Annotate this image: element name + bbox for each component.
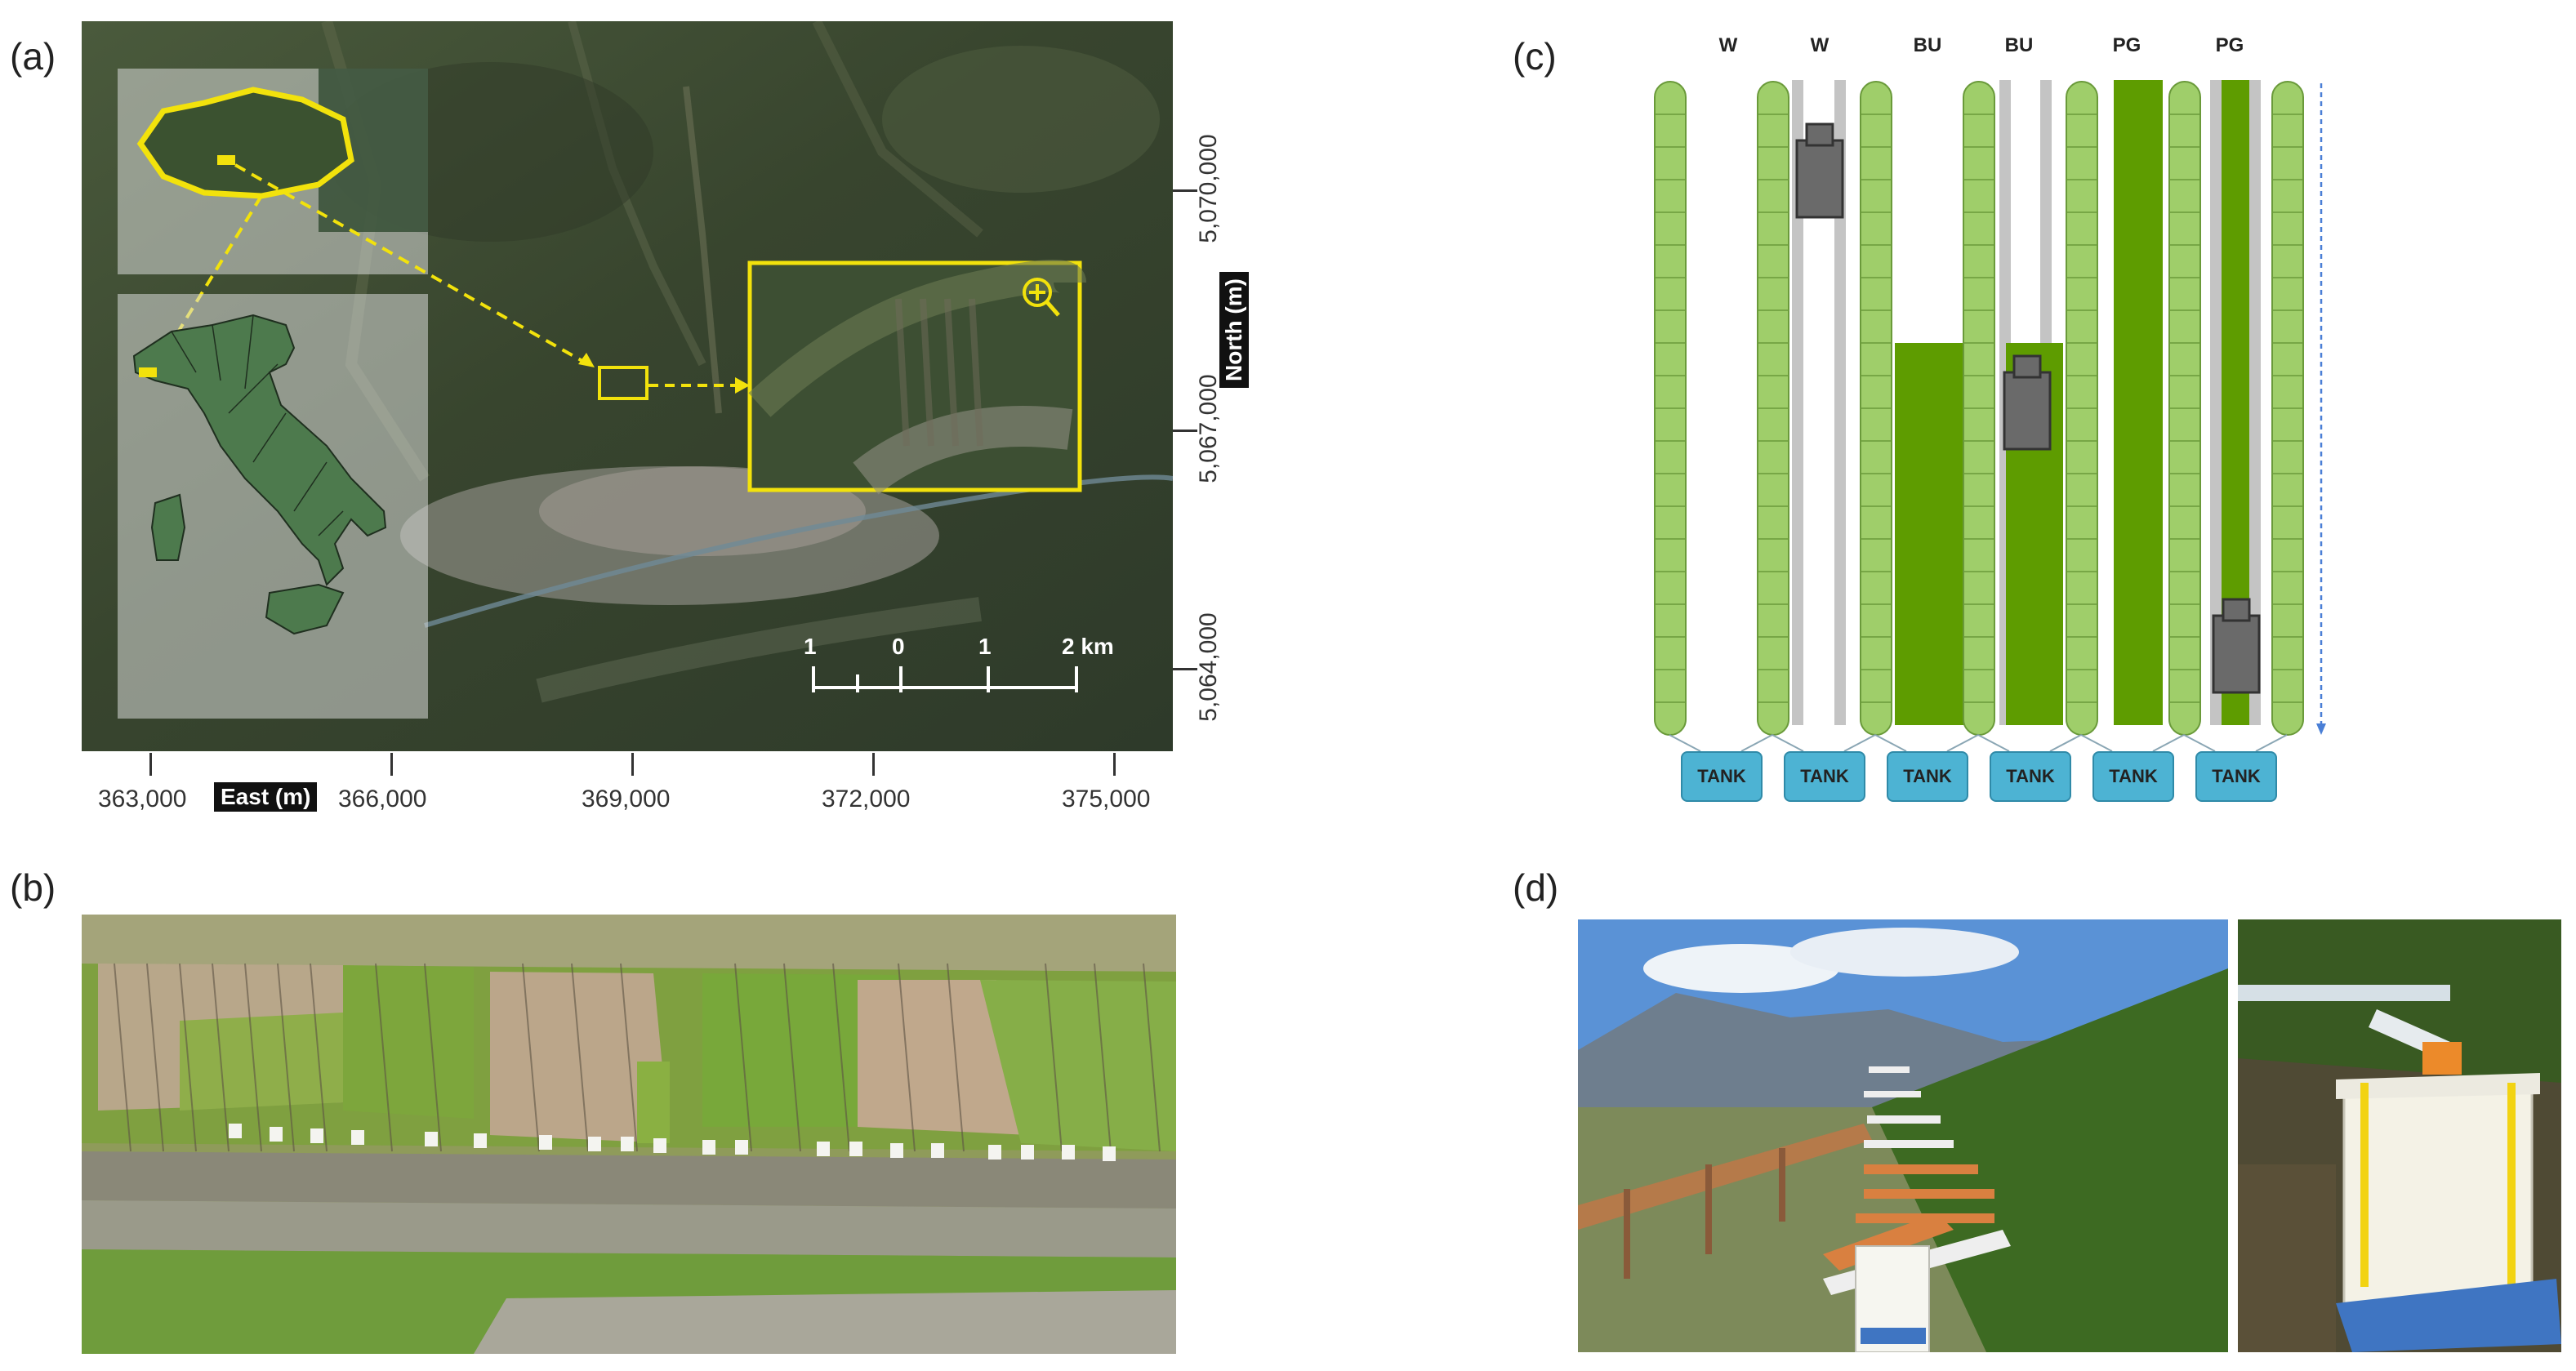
tank-closeup-photo xyxy=(2238,919,2561,1352)
east-tick-mark xyxy=(872,753,875,776)
scale-bar-graphic xyxy=(812,666,1078,692)
vineyard-photo xyxy=(82,915,1176,1354)
plot-schematic: W W BU BU PG PG TANK TANK TANK TANK TANK… xyxy=(1622,16,2357,817)
column-label: BU xyxy=(1913,34,1942,56)
north-tick-mark xyxy=(1173,189,1197,192)
east-tick-label: 363,000 xyxy=(98,786,187,812)
satellite-image xyxy=(82,19,1174,751)
tractor-icon xyxy=(2003,354,2052,451)
panel-label-b: (b) xyxy=(10,866,56,909)
column-label: W xyxy=(1810,34,1829,56)
column-label: BU xyxy=(2004,34,2034,56)
scale-label-1b: 1 xyxy=(978,634,992,659)
north-tick-mark xyxy=(1173,668,1197,670)
italy-outline xyxy=(132,314,387,635)
panel-label-d: (d) xyxy=(1513,866,1559,909)
north-tick-label: 5,067,000 xyxy=(1195,374,1222,483)
scale-label-2km: 2 km xyxy=(1062,634,1114,659)
tank: TANK xyxy=(1887,751,1968,802)
panel-label-a: (a) xyxy=(10,35,56,78)
panel-label-c: (c) xyxy=(1513,35,1557,78)
tractor-icon xyxy=(2212,598,2261,694)
north-tick-label: 5,064,000 xyxy=(1195,612,1222,722)
east-tick-label: 366,000 xyxy=(338,786,427,812)
tank: TANK xyxy=(2195,751,2277,802)
east-tick-mark xyxy=(390,753,393,776)
column-label: PG xyxy=(2112,34,2141,56)
study-area-map: 1 0 1 2 km xyxy=(82,19,1174,751)
column-label: PG xyxy=(2215,34,2244,56)
east-tick-mark xyxy=(631,753,634,776)
east-axis-title: East (m) xyxy=(214,782,318,812)
north-tick-mark xyxy=(1173,430,1197,432)
east-tick-mark xyxy=(149,753,152,776)
north-tick-label: 5,070,000 xyxy=(1195,134,1222,243)
east-tick-label: 375,000 xyxy=(1062,786,1151,812)
scale-label-0: 0 xyxy=(892,634,905,659)
east-tick-mark xyxy=(1113,753,1116,776)
east-tick-label: 372,000 xyxy=(822,786,911,812)
east-tick-label: 369,000 xyxy=(582,786,671,812)
tank: TANK xyxy=(1681,751,1763,802)
zoom-icon xyxy=(1023,278,1060,317)
tractor-icon xyxy=(1795,122,1844,219)
tank: TANK xyxy=(2092,751,2174,802)
tank: TANK xyxy=(1784,751,1865,802)
tank: TANK xyxy=(1990,751,2071,802)
field-photo-tanks xyxy=(1578,919,2228,1353)
north-axis-title: North (m) xyxy=(1219,272,1249,388)
column-label: W xyxy=(1718,34,1738,56)
scale-label-1a: 1 xyxy=(804,634,817,659)
